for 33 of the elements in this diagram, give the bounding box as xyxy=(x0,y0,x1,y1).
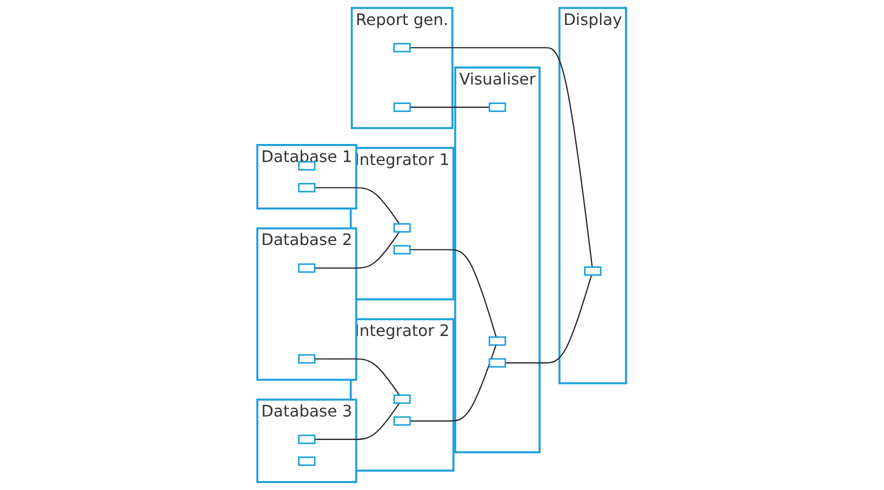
node-box xyxy=(298,456,316,466)
node-box xyxy=(584,266,602,276)
connector xyxy=(315,358,400,396)
connector xyxy=(315,232,400,269)
connector xyxy=(315,402,400,440)
node-box xyxy=(394,416,412,426)
cluster: Display xyxy=(558,6,628,384)
connector xyxy=(410,344,497,422)
connector xyxy=(410,249,498,338)
node-box xyxy=(298,263,316,273)
node-box xyxy=(394,245,412,254)
connector xyxy=(410,47,594,268)
cluster: Integrator 1 xyxy=(350,146,455,300)
node-box xyxy=(298,354,316,364)
cluster: Visualiser xyxy=(454,66,541,454)
cluster: Report gen. xyxy=(351,6,454,130)
node-box xyxy=(394,223,412,233)
node-box xyxy=(394,102,412,112)
node-box xyxy=(298,161,316,171)
cluster: Database 3 xyxy=(256,398,358,484)
node-box xyxy=(298,182,316,192)
connector xyxy=(315,187,400,224)
node-box xyxy=(489,336,506,346)
node-box xyxy=(394,42,412,52)
node-box xyxy=(298,434,316,444)
cluster: Integrator 2 xyxy=(350,318,455,472)
node-box xyxy=(489,102,506,112)
node-box xyxy=(394,394,412,404)
connector xyxy=(410,106,490,108)
connector xyxy=(506,274,592,364)
cluster: Database 1 xyxy=(256,144,358,210)
cluster: Database 2 xyxy=(256,227,358,381)
node-box xyxy=(489,358,506,368)
